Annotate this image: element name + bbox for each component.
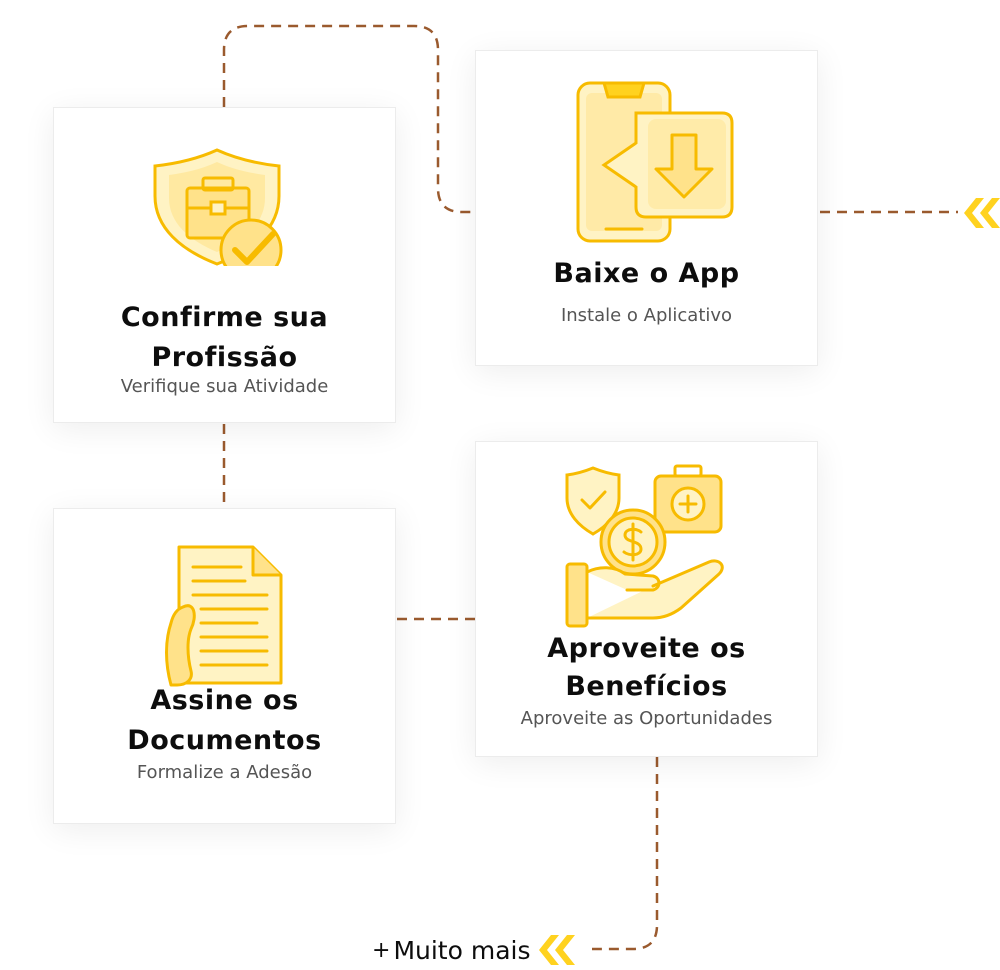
- step-subtitle: Aproveite as Oportunidades: [520, 708, 773, 729]
- step-title-line2: Benefícios: [565, 671, 728, 702]
- phone-download-icon: [576, 81, 733, 243]
- step-card-confirm-profession: Confirme sua Profissão Verifique sua Ati…: [53, 107, 396, 423]
- step-title: Baixe o App: [553, 258, 740, 289]
- step-title: Confirme sua: [120, 302, 329, 333]
- shield-briefcase-check-icon: [153, 148, 282, 266]
- connector-step1-step2: [222, 24, 475, 214]
- step-title-line2: Documentos: [127, 725, 322, 756]
- step-subtitle: Formalize a Adesão: [136, 762, 313, 783]
- step-card-benefits: Aproveite os Benefícios Aproveite as Opo…: [475, 441, 818, 757]
- plus-sign: +: [372, 937, 391, 963]
- step-subtitle: Verifique sua Atividade: [120, 376, 329, 397]
- step-subtitle: Instale o Aplicativo: [560, 305, 733, 326]
- step-title-line2: Profissão: [151, 342, 298, 373]
- more-label: Muito mais: [393, 935, 531, 965]
- chevron-left-double-icon: [538, 935, 575, 965]
- step-title: Assine os: [150, 685, 299, 716]
- step-card-download-app: Baixe o App Instale o Aplicativo: [475, 50, 818, 366]
- step-card-sign-documents: Assine os Documentos Formalize a Adesão: [53, 508, 396, 824]
- hand-document-icon: [164, 545, 282, 687]
- connector-step4-more: [592, 757, 659, 951]
- hand-coin-benefits-icon: [565, 464, 724, 628]
- more-link[interactable]: + Muito mais: [372, 930, 575, 970]
- chevron-left-double-icon: [964, 198, 1000, 228]
- step-title: Aproveite os: [547, 633, 746, 664]
